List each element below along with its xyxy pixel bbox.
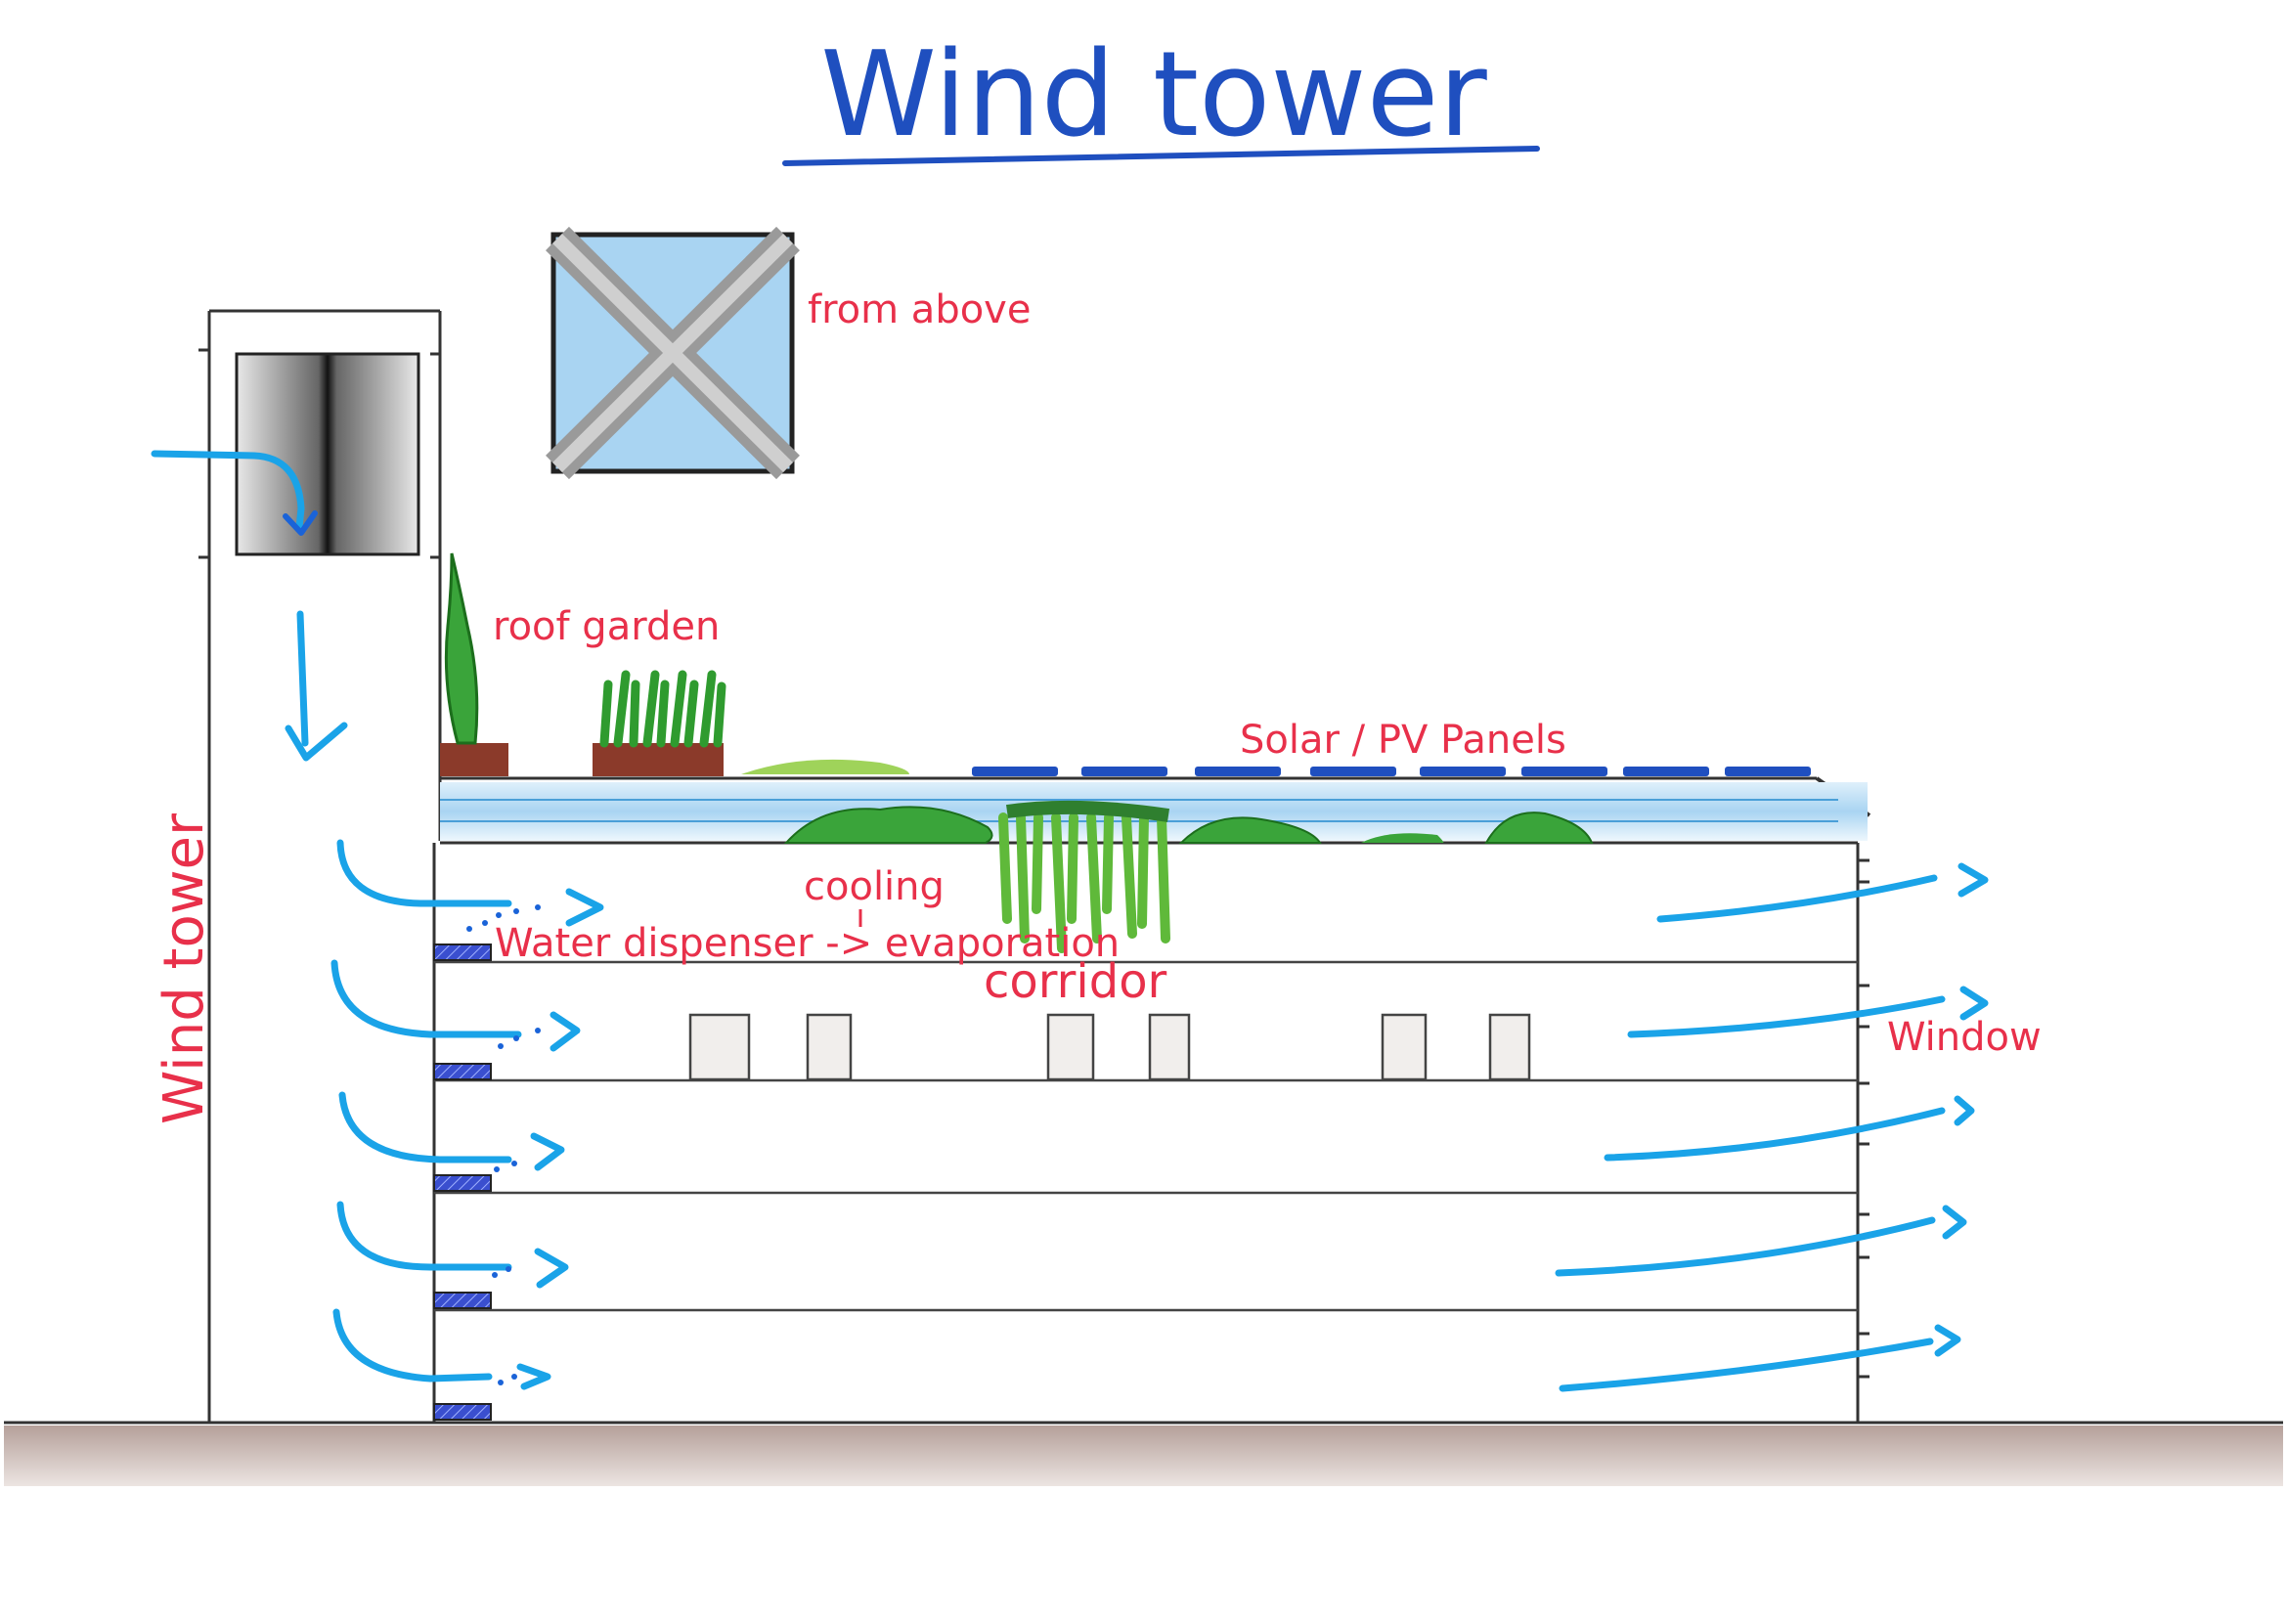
exhaust-airflow	[1555, 862, 1989, 1392]
intake-airflow-arrow	[151, 450, 348, 762]
door	[1148, 1013, 1191, 1081]
wind-tower-side-label: Wind tower	[153, 812, 216, 1124]
water-dispensers	[433, 944, 492, 1421]
door	[688, 1013, 751, 1081]
corridor-greenery	[783, 800, 1594, 953]
roof-garden-label: roof garden	[493, 604, 720, 649]
door	[1381, 1013, 1428, 1081]
building-body	[432, 843, 1869, 1423]
water-dispenser-label: Water dispenser -> evaporation	[495, 921, 1120, 966]
intake-airflow-floors	[330, 839, 604, 1390]
cooling-label: cooling	[804, 864, 945, 909]
from-above-plan	[546, 226, 800, 480]
corridor-doors	[688, 1013, 1531, 1081]
roof-garden-plants	[440, 552, 909, 776]
diagram-title: Wind tower	[820, 27, 1487, 163]
solar-panels	[972, 767, 1811, 776]
door	[1046, 1013, 1095, 1081]
from-above-label: from above	[808, 287, 1031, 332]
window-label: Window	[1887, 1015, 2042, 1060]
title-underline	[782, 146, 1540, 166]
door	[806, 1013, 853, 1081]
door	[1488, 1013, 1531, 1081]
ground	[4, 1421, 2283, 1486]
solar-panels-label: Solar / PV Panels	[1240, 718, 1566, 763]
corridor-label: corridor	[984, 954, 1167, 1009]
